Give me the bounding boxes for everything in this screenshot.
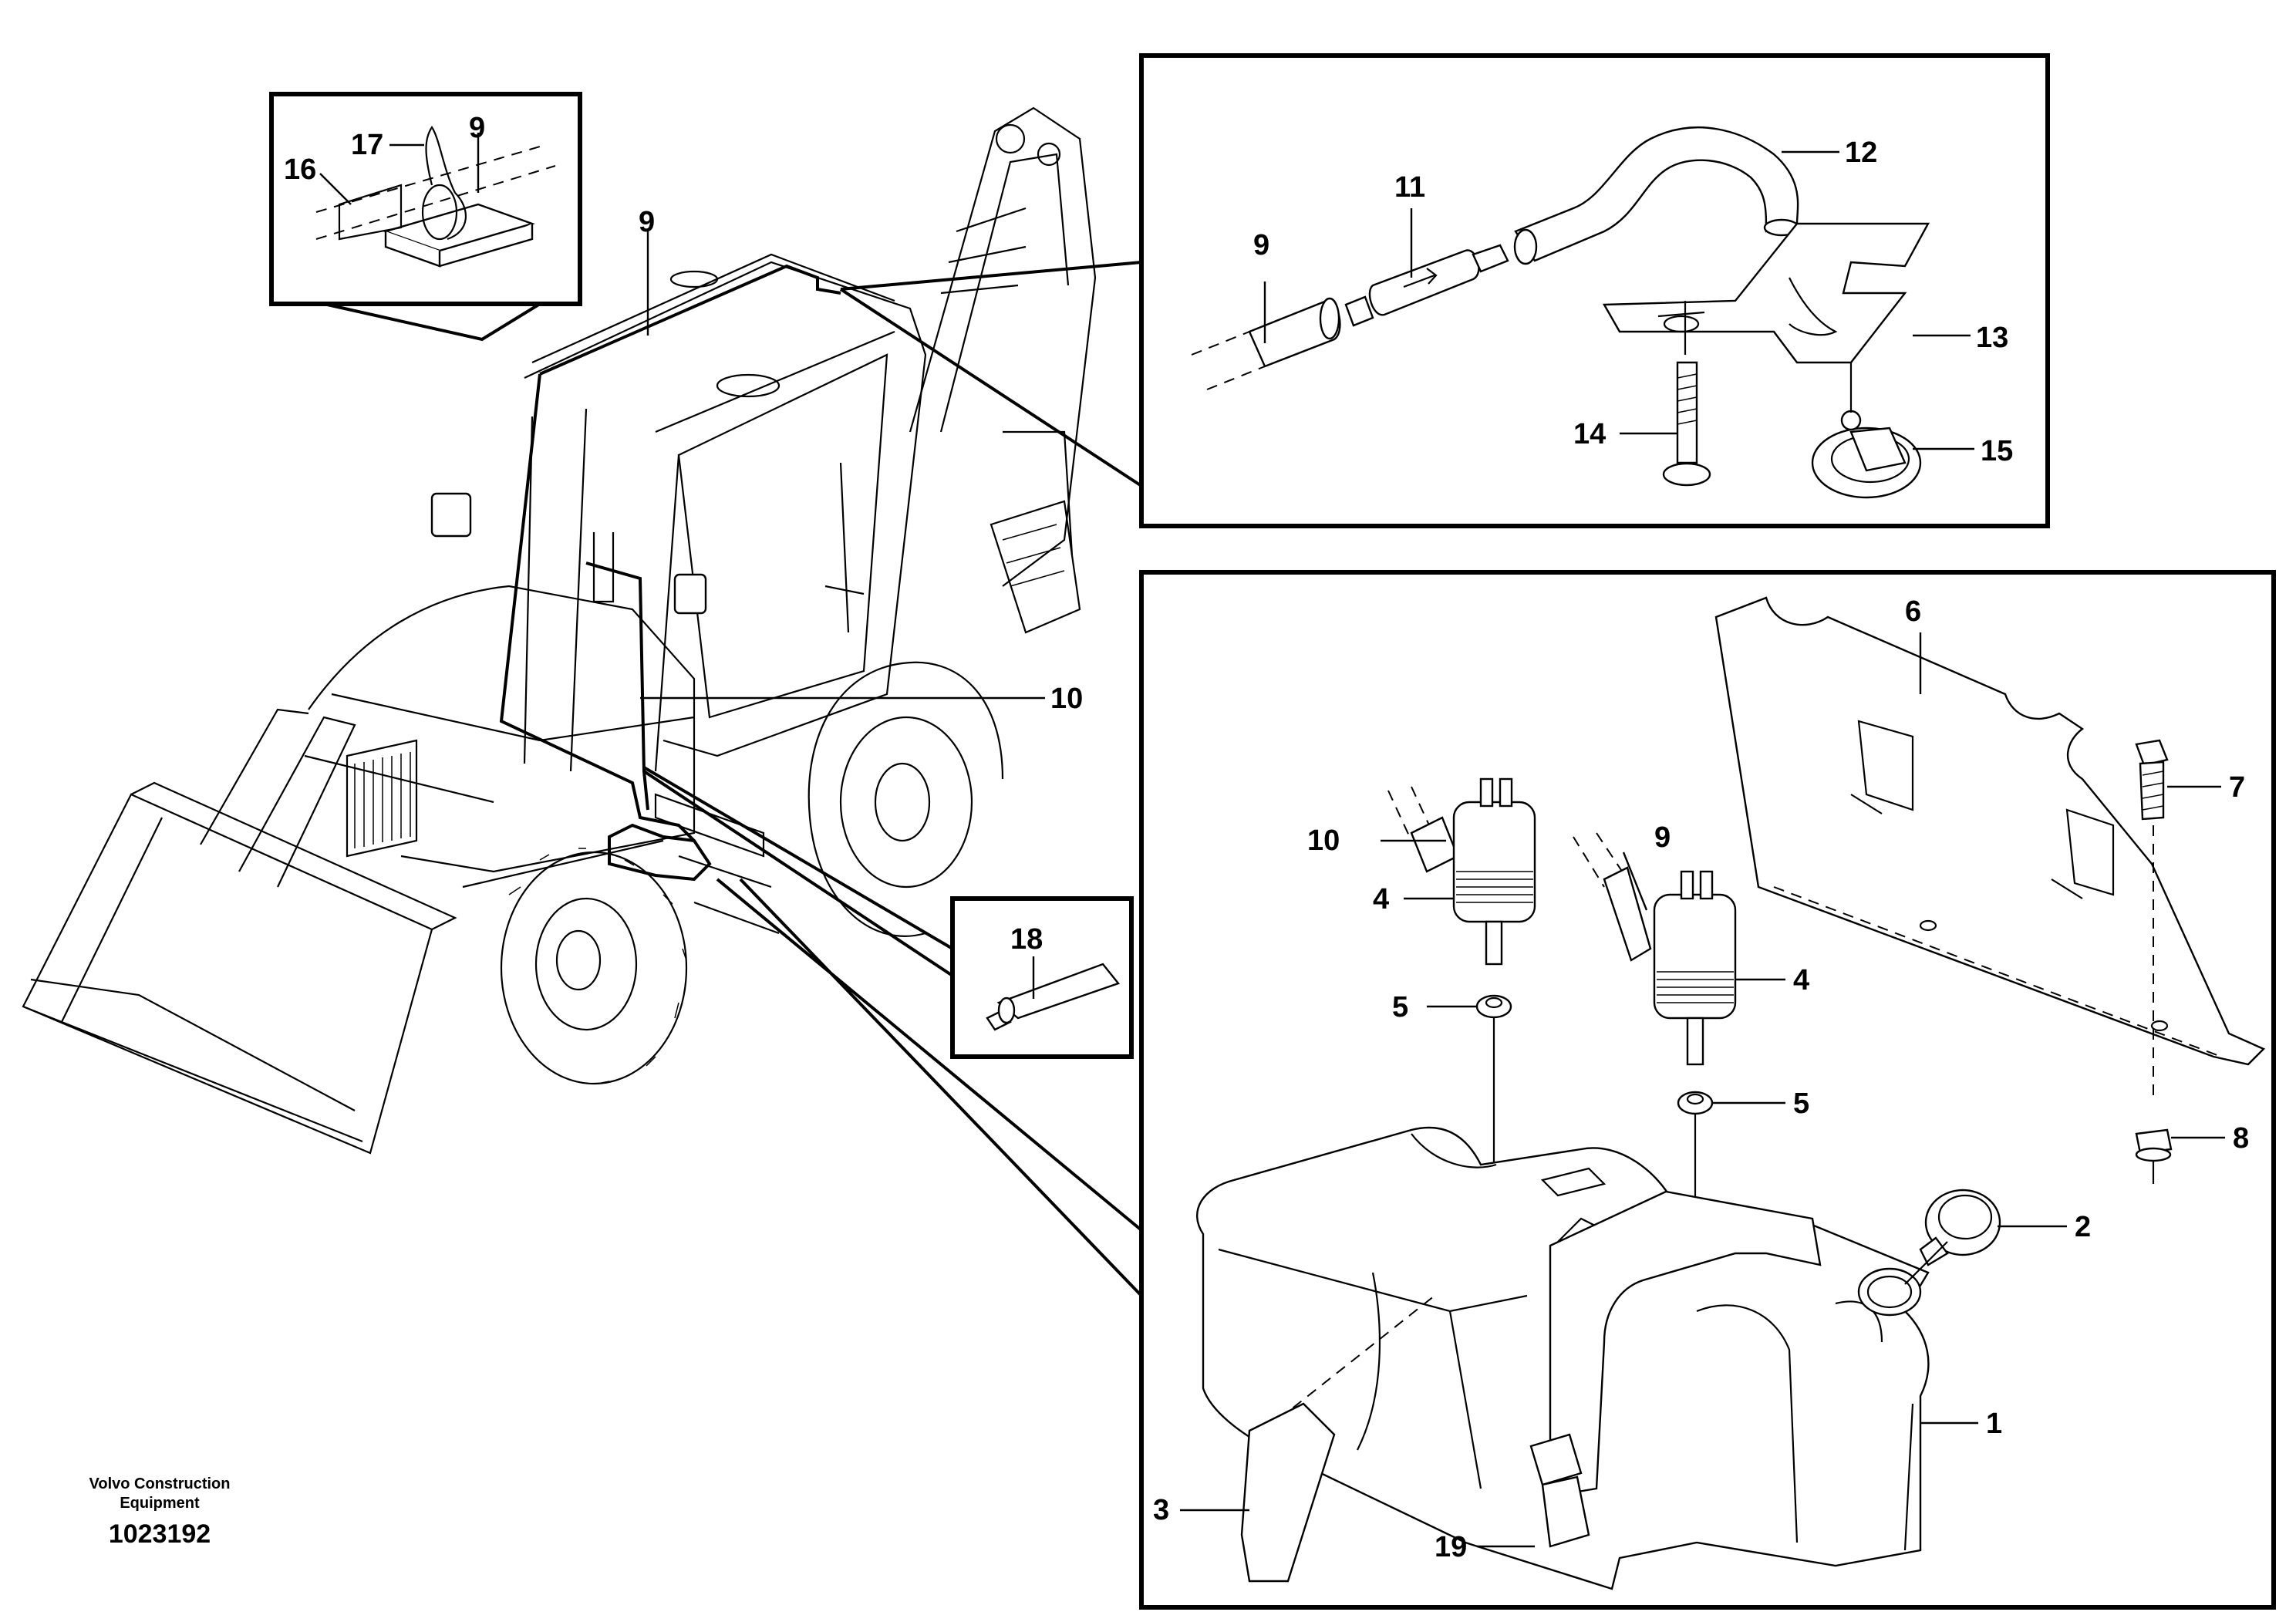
- callout-9-clip: 9: [469, 112, 485, 144]
- flange-nut-8: [2135, 1128, 2173, 1184]
- callout-12: 12: [1845, 137, 1877, 169]
- rear-wheel: [807, 661, 1004, 937]
- callout-14: 14: [1573, 418, 1606, 450]
- hose-nozzle-detail-box: 9 11 12 13 14 15: [1139, 53, 2050, 528]
- bolt-7: [2135, 739, 2169, 1095]
- footer: Volvo Construction Equipment 1023192: [89, 1475, 231, 1549]
- company-name-line1: Volvo Construction: [89, 1475, 231, 1492]
- callout-11: 11: [1394, 171, 1425, 204]
- front-wheel: [500, 848, 688, 1085]
- detail-pointer: [716, 878, 1143, 1297]
- detail-pointer: [642, 766, 954, 977]
- leader-line: [1622, 851, 1648, 911]
- backhoe-boom: [909, 106, 1097, 634]
- washer-pump-left: [1387, 777, 1536, 1172]
- callout-9-hose: 9: [1253, 229, 1269, 261]
- callout-5-right: 5: [1793, 1088, 1809, 1120]
- callout-13: 13: [1976, 322, 2008, 354]
- callout-9-pump: 9: [1654, 821, 1671, 854]
- detail-pointer: [839, 261, 1143, 487]
- strap-3: [1240, 1402, 1336, 1583]
- work-light: [673, 573, 707, 615]
- strap-band-19: [1529, 1190, 1822, 1548]
- reservoir-detail-box: 6 7 8 10 9 4 4 5 5 2 1 3 19: [1139, 570, 2276, 1610]
- callout-10-machine: 10: [1050, 683, 1083, 715]
- backhoe-loader-illustration: [22, 106, 1097, 1155]
- drawing-number: 1023192: [109, 1519, 211, 1549]
- hose-clip-drawing: [315, 126, 556, 268]
- callout-2: 2: [2075, 1211, 2091, 1243]
- washer-pump-right: [1573, 832, 1737, 1203]
- clip-detail-box: 17 9 16: [269, 92, 582, 342]
- callout-7: 7: [2229, 771, 2245, 804]
- leader-line: [319, 173, 352, 205]
- callout-3: 3: [1153, 1494, 1169, 1526]
- company-name-line2: Equipment: [120, 1495, 200, 1512]
- heat-shield: [1714, 596, 2266, 1066]
- callout-16: 16: [284, 153, 316, 186]
- callout-8: 8: [2233, 1122, 2249, 1155]
- washer-hose-route: [499, 264, 841, 882]
- callout-17: 17: [351, 129, 383, 161]
- callout-10-pump: 10: [1307, 824, 1340, 857]
- filler-cap: [1904, 1189, 2001, 1285]
- sealant-detail-box: 18: [950, 896, 1134, 1059]
- cab: [523, 253, 927, 772]
- callout-4-right: 4: [1793, 964, 1809, 996]
- callout-19: 19: [1435, 1531, 1467, 1563]
- callout-1: 1: [1986, 1408, 2002, 1440]
- callout-18: 18: [1010, 923, 1043, 956]
- callout-5-left: 5: [1392, 991, 1408, 1023]
- grille: [346, 739, 418, 858]
- callout-4-left: 4: [1373, 883, 1389, 916]
- work-light: [430, 492, 472, 538]
- callout-9-machine: 9: [639, 206, 655, 238]
- callout-15: 15: [1981, 435, 2013, 467]
- callout-6: 6: [1905, 595, 1921, 628]
